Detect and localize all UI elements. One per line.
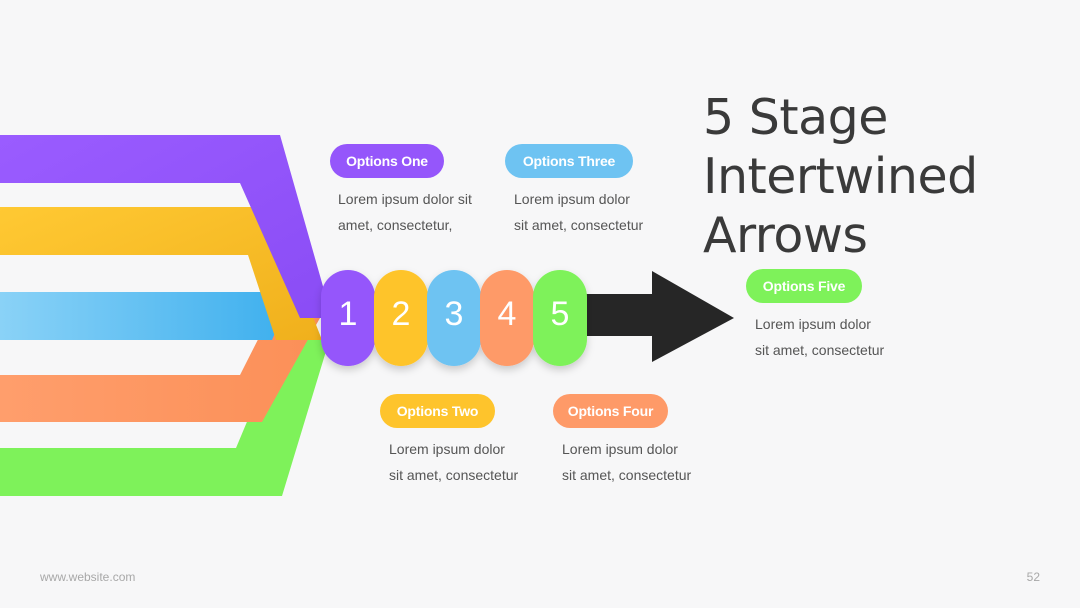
blue-band	[0, 292, 282, 340]
stage-2-number: 2	[391, 295, 411, 333]
yellow-band	[0, 207, 322, 340]
option-four-label: Options Four	[553, 394, 668, 428]
title-line-1: 5 Stage	[703, 89, 888, 146]
title-line-3: Arrows	[703, 207, 868, 264]
option-three-description: Lorem ipsum dolor sit amet, consectetur	[514, 186, 643, 238]
option-five-label: Options Five	[746, 269, 862, 303]
title-line-2: Intertwined	[703, 148, 978, 205]
stage-1-capsule	[321, 270, 375, 366]
stage-4-capsule	[480, 270, 534, 366]
orange-band	[0, 300, 330, 422]
option-one-label: Options One	[330, 144, 444, 178]
stage-3-number: 3	[444, 295, 464, 333]
option-three-desc-line-2: sit amet, consectetur	[514, 217, 644, 233]
option-two-description: Lorem ipsum dolor sit amet, consectetur	[389, 436, 518, 488]
option-five-desc-line-1: Lorem ipsum dolor	[755, 316, 871, 332]
stage-5-capsule	[533, 270, 587, 366]
option-one-desc-line-2: amet, consectetur,	[338, 217, 453, 233]
green-band	[0, 338, 330, 496]
stage-5-number: 5	[550, 295, 570, 333]
option-three-label: Options Three	[505, 144, 633, 178]
stage-1-number: 1	[338, 295, 358, 333]
option-five-description: Lorem ipsum dolor sit amet, consectetur	[755, 311, 884, 363]
option-four-description: Lorem ipsum dolor sit amet, consectetur	[562, 436, 691, 488]
option-two-desc-line-2: sit amet, consectetur	[389, 467, 519, 483]
option-one-desc-line-1: Lorem ipsum dolor sit	[338, 191, 472, 207]
footer-website: www.website.com	[40, 570, 136, 584]
option-five-desc-line-2: sit amet, consectetur	[755, 342, 885, 358]
stage-4-number: 4	[497, 295, 517, 333]
stage-3-capsule	[427, 270, 481, 366]
page-number: 52	[1026, 570, 1040, 584]
slide-title: 5 Stage Intertwined Arrows	[703, 88, 1063, 265]
option-three-desc-line-1: Lorem ipsum dolor	[514, 191, 630, 207]
purple-band	[0, 135, 332, 318]
option-two-desc-line-1: Lorem ipsum dolor	[389, 441, 505, 457]
option-two-label: Options Two	[380, 394, 495, 428]
option-one-description: Lorem ipsum dolor sit amet, consectetur,	[338, 186, 472, 238]
option-four-desc-line-2: sit amet, consectetur	[562, 467, 692, 483]
stage-2-capsule	[374, 270, 428, 366]
option-four-desc-line-1: Lorem ipsum dolor	[562, 441, 678, 457]
